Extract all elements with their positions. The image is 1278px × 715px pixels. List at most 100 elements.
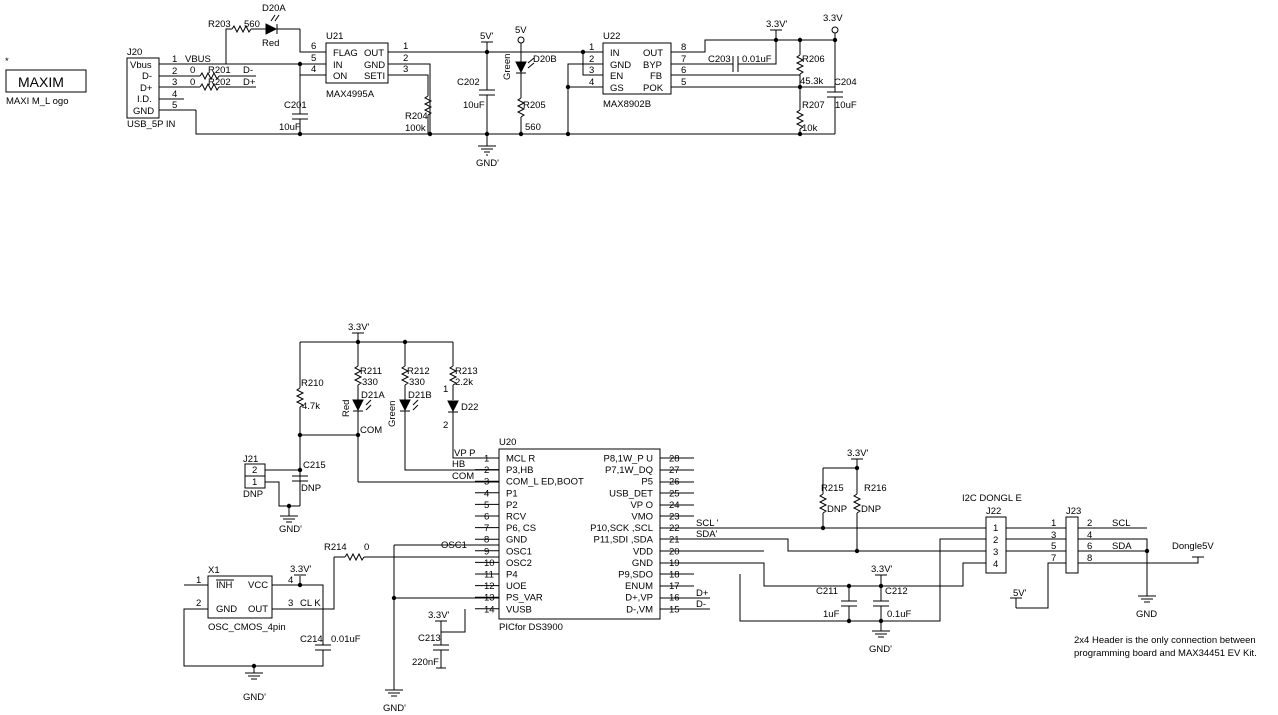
u22-num-5: 5 bbox=[681, 77, 686, 88]
x1-pin-inh: INH bbox=[216, 580, 233, 591]
r214-resistor: R214 0 bbox=[300, 542, 499, 610]
r205-resistor: R205 560 bbox=[516, 97, 546, 137]
u20-right-pin-label: VP O bbox=[630, 500, 653, 511]
u22-pin-in: IN bbox=[610, 48, 620, 59]
j23-pin3: 3 bbox=[1051, 530, 1056, 541]
d20b-led: 5V D20B Green bbox=[502, 25, 557, 98]
u20-left-pin-number: 5 bbox=[484, 500, 489, 511]
u22-pin-gnd: GND bbox=[610, 60, 631, 71]
r210-value: 4.7k bbox=[302, 401, 320, 412]
u22-ref: U22 bbox=[603, 31, 620, 42]
j20-num-5: 5 bbox=[172, 100, 177, 111]
c202-ref: C202 bbox=[457, 77, 480, 88]
c212-capacitor: 3.3V' C212 0.1uF bbox=[871, 564, 911, 631]
net-3v3-prime-top: 3.3V' bbox=[766, 19, 788, 30]
u20-right-pin-label: P8,1W_P U bbox=[604, 454, 654, 465]
gnd-symbol-x1: GND' bbox=[243, 672, 266, 703]
net-5v: 5V bbox=[515, 25, 527, 36]
gnd-label-j23: GND bbox=[1136, 609, 1157, 620]
r210-ref: R210 bbox=[301, 378, 324, 389]
u20-left-pin-label: MCL R bbox=[506, 454, 535, 465]
net-com-led: COM bbox=[360, 425, 382, 436]
x1-num-1: 1 bbox=[196, 575, 201, 586]
net-3v3-prime-led: 3.3V' bbox=[348, 322, 370, 333]
r206-value: 45.3k bbox=[800, 76, 823, 87]
u21-num-6: 6 bbox=[311, 41, 316, 52]
r201-ref: R201 bbox=[208, 65, 231, 76]
r216-resistor: R216 DNP bbox=[852, 468, 887, 554]
c211-capacitor: C211 1uF bbox=[816, 583, 857, 624]
u21-pin-flag: FLAG bbox=[333, 48, 358, 59]
c215-capacitor: C215 DNP bbox=[286, 460, 326, 516]
c202-capacitor: 5V' C202 10uF bbox=[457, 31, 495, 146]
net-3v3-prime-x1: 3.3V' bbox=[290, 564, 312, 575]
x1-num-4: 4 bbox=[288, 575, 293, 586]
c215-ref: C215 bbox=[303, 460, 326, 471]
r203-value: 560 bbox=[244, 19, 260, 30]
j22-connector: I2C DONGL E J22 1 2 3 4 5V' bbox=[962, 493, 1066, 609]
u20-right-pin-number: 25 bbox=[669, 488, 680, 499]
gnd-symbol-c212: GND' bbox=[869, 630, 892, 655]
u22-num-7: 7 bbox=[681, 54, 686, 65]
u20-left-pin-number: 14 bbox=[484, 604, 495, 615]
u20-right-pin-label: P10,SCK ,SCL bbox=[590, 523, 653, 534]
r213-ref: R213 bbox=[455, 366, 478, 377]
d21a-ref: D21A bbox=[361, 390, 385, 401]
u22-pin-pok: POK bbox=[643, 83, 664, 94]
j20-pin-id: I.D. bbox=[137, 94, 152, 105]
r204-value: 100k bbox=[405, 123, 426, 134]
u20-right-pin-label: ENUM bbox=[625, 581, 653, 592]
r204-ref: R204 bbox=[405, 111, 428, 122]
c212-value: 0.1uF bbox=[887, 609, 911, 620]
r214-ref: R214 bbox=[324, 542, 347, 553]
u20-left-pin-label: RCV bbox=[506, 512, 527, 523]
maxim-logo: * MAXIM MAXI M_L ogo bbox=[5, 56, 87, 107]
u21-pin-gnd: GND bbox=[364, 60, 385, 71]
logo-caption: MAXI M_L ogo bbox=[6, 96, 68, 107]
j20-pin-gnd: GND bbox=[133, 106, 154, 117]
j22-pin1: 1 bbox=[993, 523, 998, 534]
j23-pin4: 4 bbox=[1087, 530, 1092, 541]
x1-num-3: 3 bbox=[288, 598, 293, 609]
u22-num-1: 1 bbox=[589, 42, 594, 53]
net-scl: SCL bbox=[1112, 518, 1130, 529]
c203-value: 0.01uF bbox=[742, 54, 772, 65]
j22-pin2: 2 bbox=[993, 535, 998, 546]
r203-resistor: R203 560 bbox=[208, 19, 266, 64]
net-sda: SDA bbox=[1112, 541, 1132, 552]
c214-capacitor: C214 0.01uF bbox=[251, 634, 361, 673]
net-vbus: VBUS bbox=[185, 54, 211, 65]
u20-left-pin-number: 12 bbox=[484, 581, 495, 592]
u20-left-pin-label: OSC1 bbox=[506, 546, 532, 557]
u20-left-pin-number: 2 bbox=[484, 465, 489, 476]
u21-max4995a: U21 FLAG IN ON OUT GND SETI 6 5 4 1 2 3 … bbox=[311, 31, 583, 137]
u20-left-pin-number: 8 bbox=[484, 535, 489, 546]
c203-ref: C203 bbox=[708, 54, 731, 65]
net-dminus-u20: D- bbox=[696, 599, 706, 610]
c204-value: 10uF bbox=[835, 100, 857, 111]
j22-pin4: 4 bbox=[993, 559, 998, 570]
u20-left-pin-label: VUSB bbox=[506, 604, 532, 615]
d20b-ref: D20B bbox=[533, 54, 557, 65]
j23-pin8: 8 bbox=[1087, 553, 1092, 564]
u22-num-6: 6 bbox=[681, 65, 686, 76]
r207-value: 10k bbox=[802, 123, 818, 134]
net-5v-prime-j22: 5V' bbox=[1013, 588, 1027, 599]
r211-ref: R211 bbox=[360, 366, 382, 377]
u22-pin-en: EN bbox=[610, 71, 623, 82]
u20-left-pin-label: P3,HB bbox=[506, 465, 533, 476]
u20-right-pin-number: 15 bbox=[669, 604, 680, 615]
u22-pin-fb: FB bbox=[650, 71, 662, 82]
r212-value: 330 bbox=[409, 377, 425, 388]
gnd-symbol-u20: GND' bbox=[383, 689, 406, 714]
j20-num-3: 3 bbox=[172, 77, 177, 88]
note-line-2: programming board and MAX34451 EV Kit. bbox=[1074, 648, 1257, 659]
j20-ref: J20 bbox=[127, 47, 142, 58]
d21b-color: Green bbox=[387, 401, 398, 427]
x1-pin-gnd: GND bbox=[216, 604, 237, 615]
j22-pin3: 3 bbox=[993, 547, 998, 558]
net-3v3-top: 3.3V bbox=[823, 13, 843, 24]
u20-right-pin-label: USB_DET bbox=[609, 488, 653, 499]
gnd-label-u20: GND' bbox=[383, 703, 406, 714]
j23-pin2: 2 bbox=[1087, 518, 1092, 529]
